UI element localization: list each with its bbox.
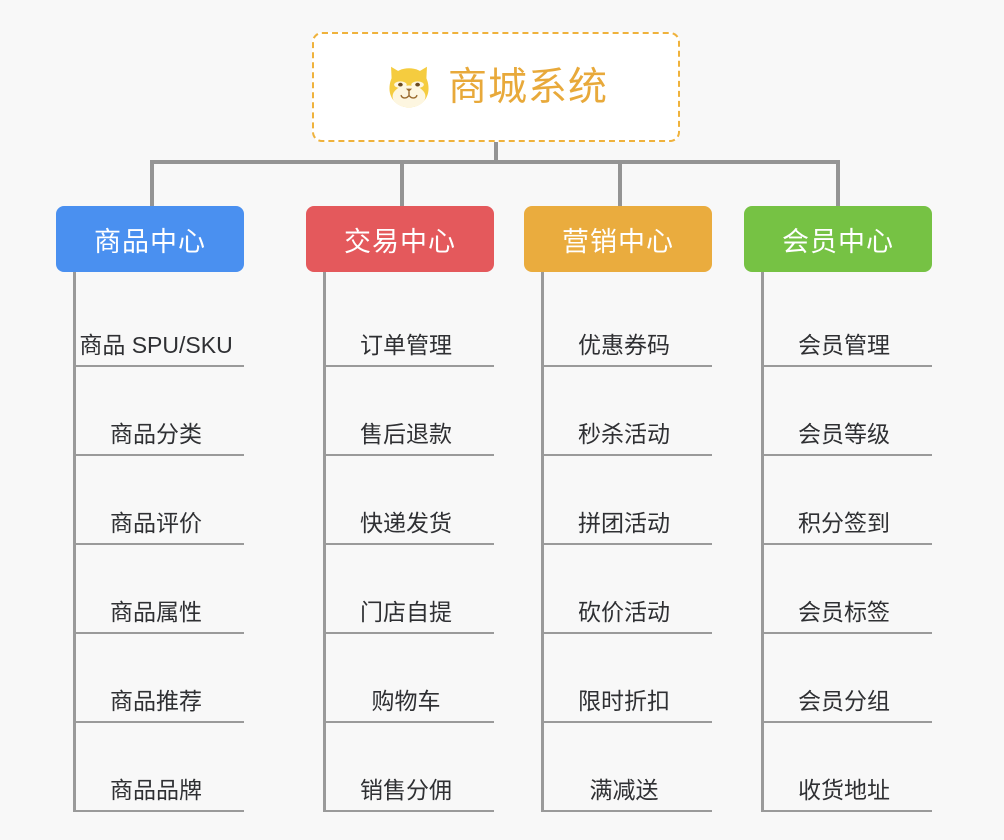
category-column: 交易中心订单管理售后退款快递发货门店自提购物车销售分佣 bbox=[306, 206, 494, 812]
connector-drop-2 bbox=[400, 160, 404, 206]
child-item[interactable]: 商品评价 bbox=[76, 456, 244, 545]
category-column: 商品中心商品 SPU/SKU 商品分类商品评价商品属性商品推荐商品品牌 bbox=[56, 206, 244, 812]
child-item[interactable]: 商品属性 bbox=[76, 545, 244, 634]
child-item-label: 满减送 bbox=[589, 777, 659, 804]
child-item-label: 订单管理 bbox=[360, 332, 452, 359]
child-item-label: 会员分组 bbox=[798, 688, 890, 715]
child-item[interactable]: 优惠券码 bbox=[544, 278, 712, 367]
child-item[interactable]: 积分签到 bbox=[764, 456, 932, 545]
connector-drop-3 bbox=[618, 160, 622, 206]
root-node-title: 商城系统 bbox=[447, 65, 608, 109]
child-item-label: 商品推荐 bbox=[110, 688, 202, 715]
child-item-label: 拼团活动 bbox=[578, 510, 670, 537]
shiba-dog-face-icon bbox=[389, 66, 429, 108]
category-box[interactable]: 商品中心 bbox=[56, 206, 244, 272]
child-item[interactable]: 砍价活动 bbox=[544, 545, 712, 634]
child-item-label: 销售分佣 bbox=[360, 777, 452, 804]
child-item-label: 购物车 bbox=[371, 688, 441, 715]
child-item-label: 会员标签 bbox=[798, 599, 890, 626]
category-box[interactable]: 营销中心 bbox=[524, 206, 712, 272]
category-label: 营销中心 bbox=[562, 226, 674, 257]
child-item-list: 订单管理售后退款快递发货门店自提购物车销售分佣 bbox=[323, 272, 494, 812]
child-item-label: 限时折扣 bbox=[578, 688, 670, 715]
child-item-label: 商品评价 bbox=[110, 510, 202, 537]
child-item-list: 商品 SPU/SKU 商品分类商品评价商品属性商品推荐商品品牌 bbox=[73, 272, 244, 812]
child-item-label: 商品品牌 bbox=[110, 777, 202, 804]
child-item[interactable]: 商品推荐 bbox=[76, 634, 244, 723]
child-item-label: 商品 SPU/SKU bbox=[79, 332, 233, 359]
connector-root-stem bbox=[494, 142, 498, 162]
child-item[interactable]: 门店自提 bbox=[326, 545, 494, 634]
child-item-list: 会员管理会员等级积分签到会员标签会员分组收货地址 bbox=[761, 272, 932, 812]
child-item[interactable]: 商品品牌 bbox=[76, 723, 244, 812]
child-item[interactable]: 购物车 bbox=[326, 634, 494, 723]
category-box[interactable]: 交易中心 bbox=[306, 206, 494, 272]
connector-drop-1 bbox=[150, 160, 154, 206]
child-item[interactable]: 会员管理 bbox=[764, 278, 932, 367]
child-item-label: 砍价活动 bbox=[578, 599, 670, 626]
child-item-label: 会员等级 bbox=[798, 421, 890, 448]
child-item[interactable]: 会员标签 bbox=[764, 545, 932, 634]
child-item-label: 售后退款 bbox=[360, 421, 452, 448]
child-item-label: 商品分类 bbox=[110, 421, 202, 448]
category-column: 会员中心会员管理会员等级积分签到会员标签会员分组收货地址 bbox=[744, 206, 932, 812]
child-item[interactable]: 限时折扣 bbox=[544, 634, 712, 723]
child-item[interactable]: 会员分组 bbox=[764, 634, 932, 723]
child-item-label: 优惠券码 bbox=[578, 332, 670, 359]
child-item[interactable]: 订单管理 bbox=[326, 278, 494, 367]
child-item-label: 会员管理 bbox=[798, 332, 890, 359]
connector-drop-4 bbox=[836, 160, 840, 206]
child-item[interactable]: 商品分类 bbox=[76, 367, 244, 456]
child-item[interactable]: 售后退款 bbox=[326, 367, 494, 456]
child-item-list: 优惠券码秒杀活动拼团活动砍价活动限时折扣满减送 bbox=[541, 272, 712, 812]
child-item[interactable]: 收货地址 bbox=[764, 723, 932, 812]
root-node-shopping-mall-system[interactable]: 商城系统 bbox=[312, 32, 680, 142]
category-box[interactable]: 会员中心 bbox=[744, 206, 932, 272]
child-item-label: 收货地址 bbox=[798, 777, 890, 804]
child-item-label: 门店自提 bbox=[360, 599, 452, 626]
child-item[interactable]: 会员等级 bbox=[764, 367, 932, 456]
child-item-label: 商品属性 bbox=[110, 599, 202, 626]
child-item-label: 秒杀活动 bbox=[578, 421, 670, 448]
category-label: 交易中心 bbox=[344, 226, 456, 257]
child-item[interactable]: 满减送 bbox=[544, 723, 712, 812]
child-item[interactable]: 快递发货 bbox=[326, 456, 494, 545]
child-item-label: 积分签到 bbox=[798, 510, 890, 537]
child-item[interactable]: 秒杀活动 bbox=[544, 367, 712, 456]
child-item[interactable]: 销售分佣 bbox=[326, 723, 494, 812]
category-label: 会员中心 bbox=[782, 226, 894, 257]
child-item[interactable]: 商品 SPU/SKU bbox=[76, 278, 244, 367]
category-column: 营销中心优惠券码秒杀活动拼团活动砍价活动限时折扣满减送 bbox=[524, 206, 712, 812]
connector-horizontal-bar bbox=[150, 160, 840, 164]
child-item[interactable]: 拼团活动 bbox=[544, 456, 712, 545]
category-label: 商品中心 bbox=[94, 226, 206, 257]
category-columns: 商品中心商品 SPU/SKU 商品分类商品评价商品属性商品推荐商品品牌 交易中心订单… bbox=[0, 206, 1004, 826]
child-item-label: 快递发货 bbox=[360, 510, 452, 537]
